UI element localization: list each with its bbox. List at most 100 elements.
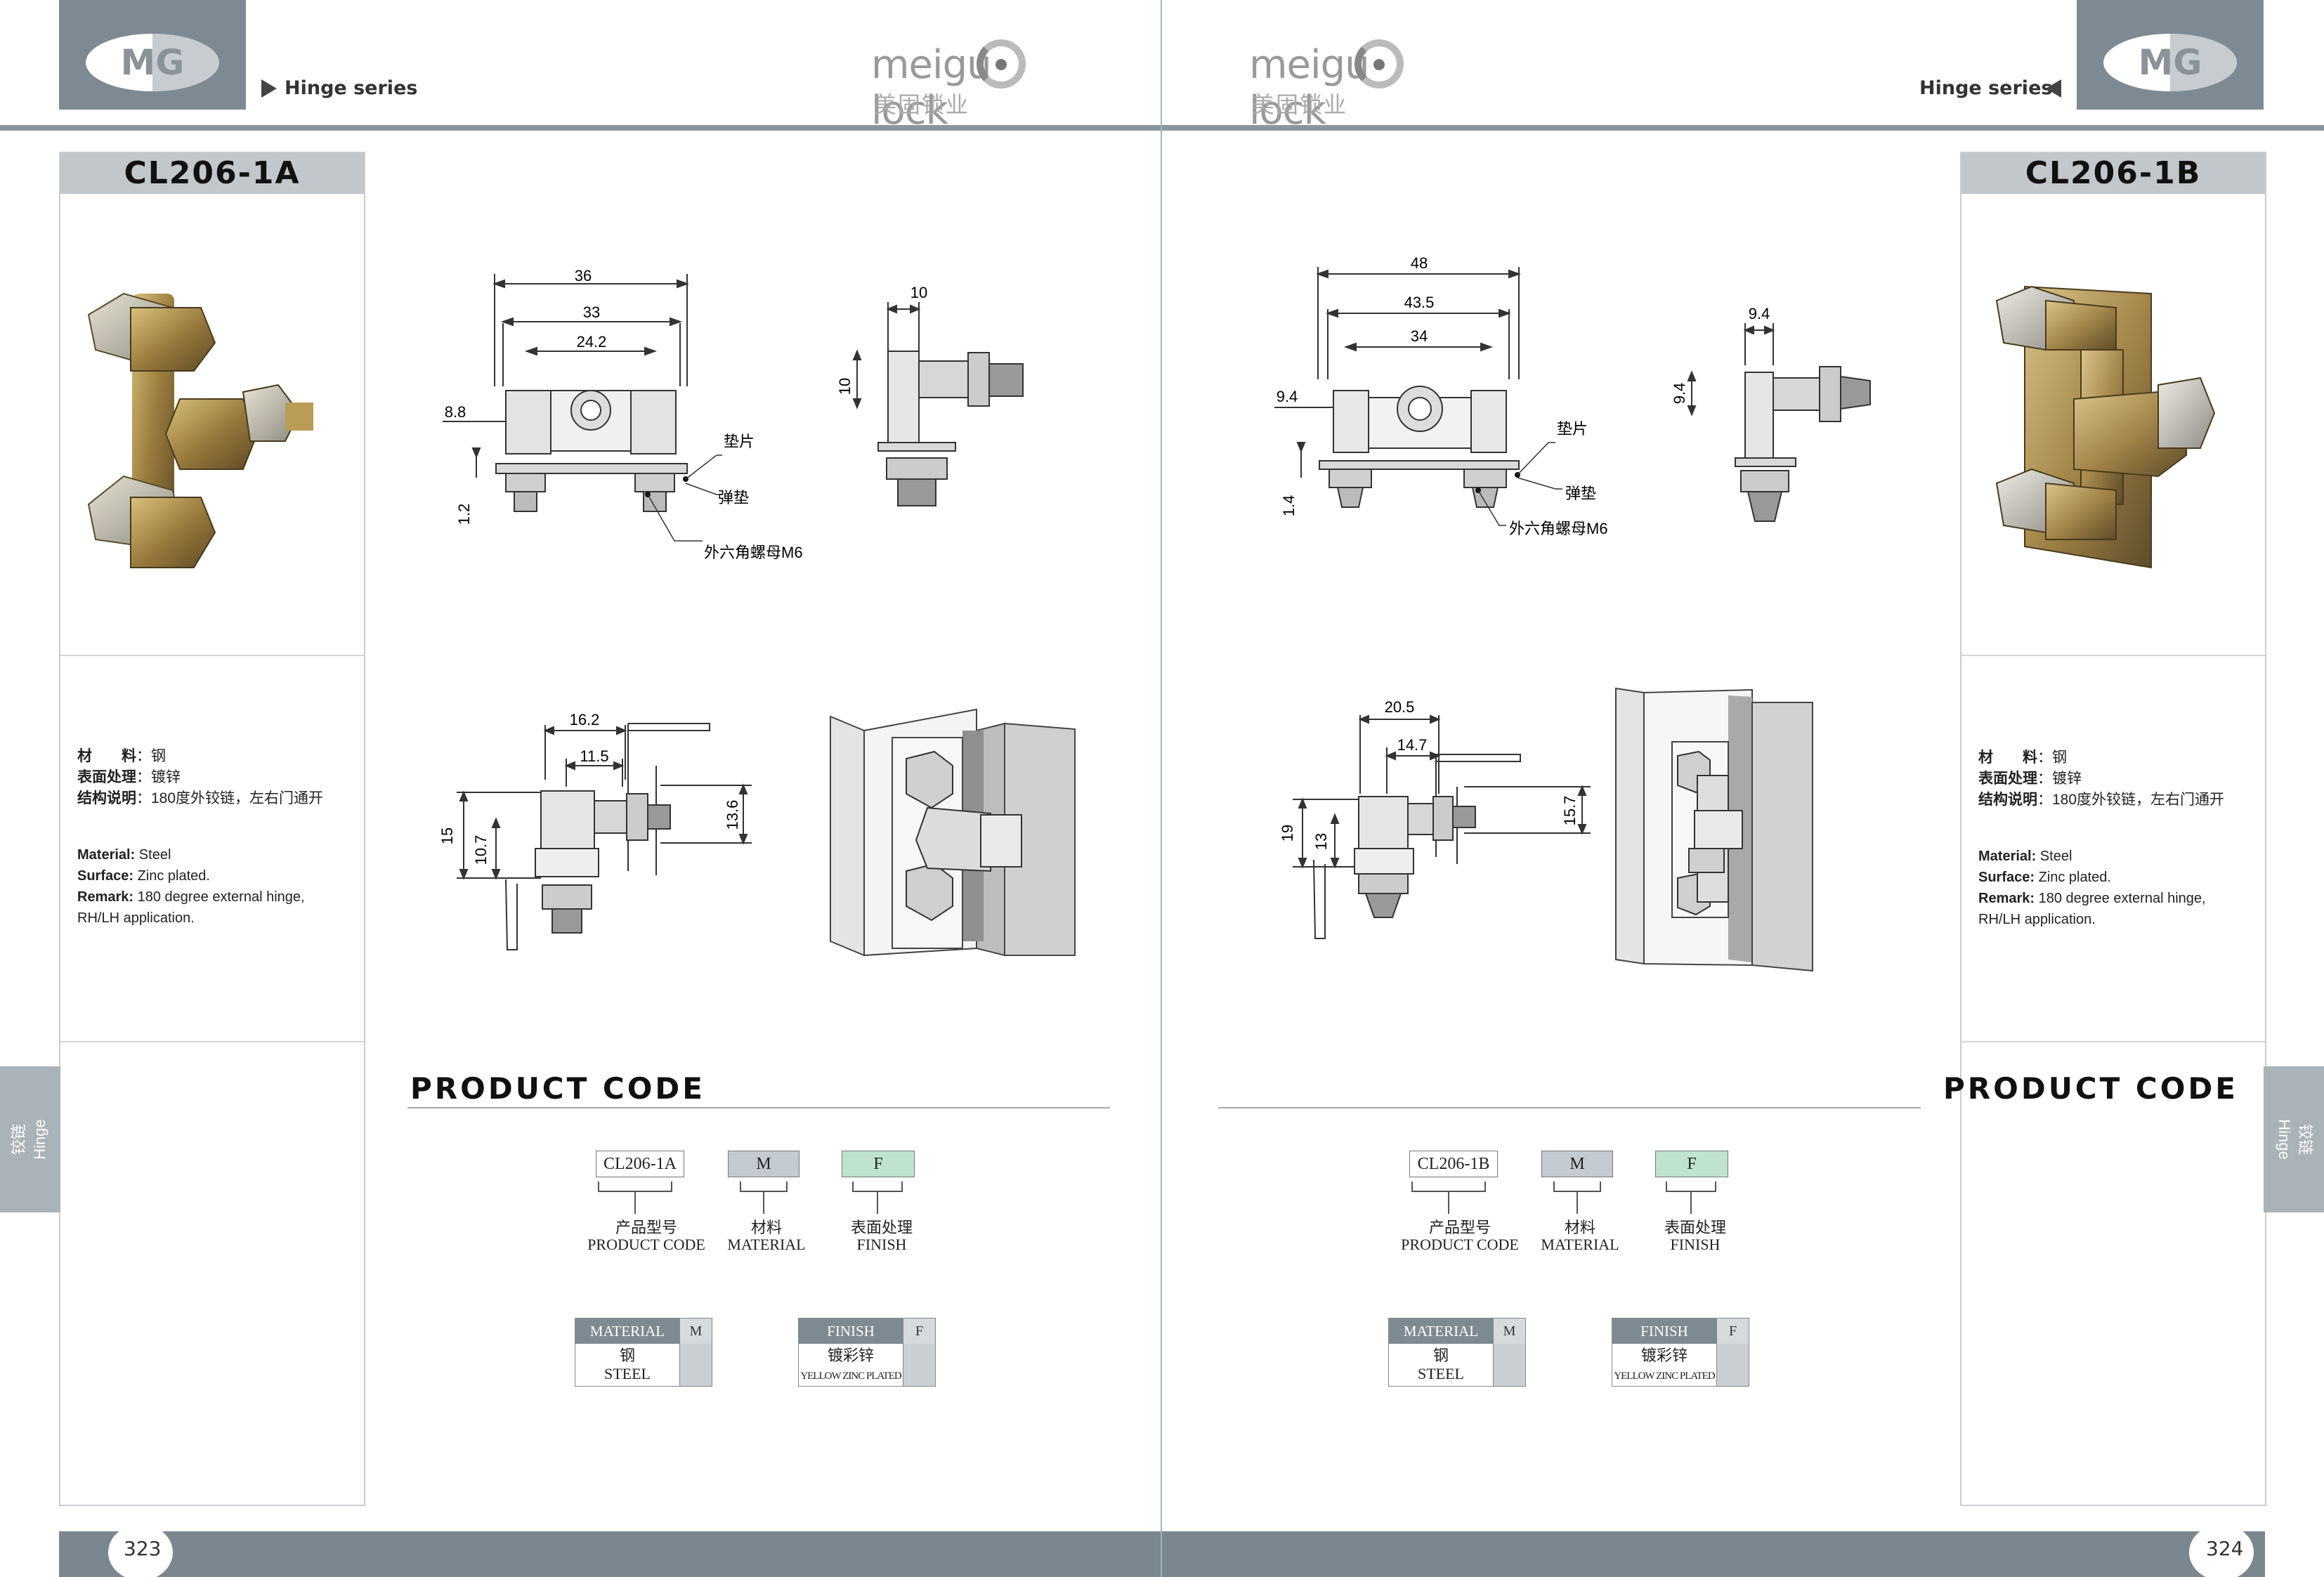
spec-surface-cn: 表面处理：镀锌: [1978, 771, 2082, 787]
side-view-drawing: 10 10: [836, 284, 1024, 506]
spec-material-en: Material: Steel: [1978, 849, 2072, 864]
product-code-title: PRODUCT CODE: [410, 1071, 705, 1106]
svg-text:13.6: 13.6: [724, 800, 741, 830]
svg-text:43.5: 43.5: [1404, 294, 1435, 311]
spec-surface-en: Surface: Zinc plated.: [1978, 870, 2111, 885]
product-photo: [1995, 285, 2216, 569]
mg-logo-icon: MG: [86, 34, 219, 91]
spec-remark-en: Remark: 180 degree external hinge,: [1978, 891, 2206, 906]
svg-text:10.7: 10.7: [472, 835, 490, 865]
top-view-drawing: 16.2 11.5 15 10.7 13.6: [438, 711, 752, 950]
left-page: MG Hinge series meigu lock 美固锁业 CL206-1A: [0, 0, 1162, 1577]
svg-text:垫片: 垫片: [724, 433, 755, 450]
code-box-model: CL206-1A: [596, 1151, 684, 1177]
footer-bar: [59, 1531, 1161, 1577]
svg-text:20.5: 20.5: [1385, 698, 1415, 716]
side-view-drawing: 9.4 9.4: [1671, 305, 1871, 522]
spec-material-cn: 材 料：钢: [77, 748, 166, 764]
model-title: CL206-1B: [1961, 153, 2265, 194]
svg-text:13: 13: [1312, 833, 1330, 850]
product-panel: CL206-1B 材 料：钢 表面处理：镀锌 结构说明：180度外铰链，左右门通…: [1960, 152, 2266, 1506]
code-box-model: CL206-1B: [1409, 1151, 1498, 1177]
header-rule: [1162, 125, 2324, 131]
page-number-badge: [2189, 1524, 2254, 1577]
product-photo: [87, 292, 313, 568]
front-view-drawing: 48 43.5 34 9.4 1.4 垫片 弹垫 外六角螺母M6: [1274, 254, 1608, 537]
front-view-drawing: 36 33 24.2 8.8 1.2 垫片 弹垫 外六角螺母M6: [443, 267, 803, 561]
svg-text:弹垫: 弹垫: [1565, 485, 1596, 502]
svg-text:1.2: 1.2: [455, 504, 473, 525]
product-code-rule: [407, 1107, 1110, 1108]
svg-text:1.4: 1.4: [1280, 495, 1298, 517]
svg-text:36: 36: [575, 267, 592, 284]
spec-material-cn: 材 料：钢: [1978, 750, 2067, 766]
spec-remark-en-line2: RH/LH application.: [77, 910, 195, 926]
code-box-material: M: [728, 1151, 799, 1177]
triangle-arrow-icon: [261, 79, 277, 98]
code-box-finish: F: [842, 1151, 915, 1177]
svg-text:9.4: 9.4: [1671, 383, 1688, 405]
svg-text:33: 33: [583, 303, 600, 321]
spec-remark-cn: 结构说明：180度外铰链，左右门通开: [1978, 792, 2225, 808]
svg-text:垫片: 垫片: [1557, 420, 1588, 438]
header-rule: [0, 125, 1161, 131]
product-code-rule: [1218, 1107, 1921, 1108]
svg-text:34: 34: [1411, 327, 1428, 345]
triangle-arrow-icon: [2046, 79, 2061, 98]
product-code-title: PRODUCT CODE: [1943, 1071, 2238, 1106]
code-brackets: [598, 1182, 903, 1214]
svg-text:9.4: 9.4: [1277, 388, 1298, 405]
svg-text:24.2: 24.2: [577, 333, 607, 351]
page-number-badge: [108, 1524, 173, 1577]
mg-logo-block: MG: [2077, 0, 2264, 110]
spec-remark-en-line2: RH/LH application.: [1978, 912, 2096, 927]
spec-remark-en: Remark: 180 degree external hinge,: [77, 889, 305, 905]
mg-logo-block: MG: [59, 0, 246, 110]
svg-text:11.5: 11.5: [580, 747, 608, 765]
spec-remark-cn: 结构说明：180度外铰链，左右门通开: [77, 790, 324, 806]
spec-material-en: Material: Steel: [77, 847, 171, 863]
mounted-view-drawing: [1615, 687, 1813, 972]
page-number: 323: [124, 1537, 162, 1560]
code-box-finish: F: [1655, 1151, 1728, 1177]
svg-text:弹垫: 弹垫: [718, 489, 749, 506]
svg-text:外六角螺母M6: 外六角螺母M6: [704, 544, 803, 561]
page-number: 324: [2206, 1537, 2244, 1560]
svg-text:10: 10: [836, 378, 854, 395]
svg-text:10: 10: [910, 284, 927, 301]
spec-surface-en: Surface: Zinc plated.: [77, 868, 210, 884]
svg-text:15.7: 15.7: [1561, 796, 1579, 826]
svg-text:16.2: 16.2: [570, 711, 600, 728]
mg-logo-icon: MG: [2103, 34, 2237, 91]
meigulock-wordmark: meigu lock 美固锁业: [871, 39, 1075, 133]
right-page: meigu lock 美固锁业 Hinge series MG: [1162, 0, 2324, 1577]
code-brackets: [1411, 1182, 1716, 1214]
model-title: CL206-1A: [60, 153, 364, 194]
svg-text:8.8: 8.8: [445, 403, 466, 421]
product-panel: CL206-1A 材 料：钢 表面处理：镀锌 结构说明：180度外铰链，左右门通…: [59, 152, 365, 1506]
footer-bar: [1162, 1531, 2265, 1577]
series-label: Hinge series: [1919, 77, 2053, 99]
series-label: Hinge series: [285, 77, 418, 99]
meigulock-wordmark: meigu lock 美固锁业: [1249, 39, 1453, 133]
svg-text:48: 48: [1411, 254, 1428, 272]
svg-text:外六角螺母M6: 外六角螺母M6: [1509, 520, 1608, 537]
svg-text:9.4: 9.4: [1749, 305, 1770, 322]
svg-text:15: 15: [438, 827, 456, 844]
svg-text:14.7: 14.7: [1397, 736, 1428, 754]
code-box-material: M: [1541, 1151, 1613, 1177]
mounted-view-drawing: [830, 708, 1076, 957]
spec-surface-cn: 表面处理：镀锌: [77, 769, 181, 785]
